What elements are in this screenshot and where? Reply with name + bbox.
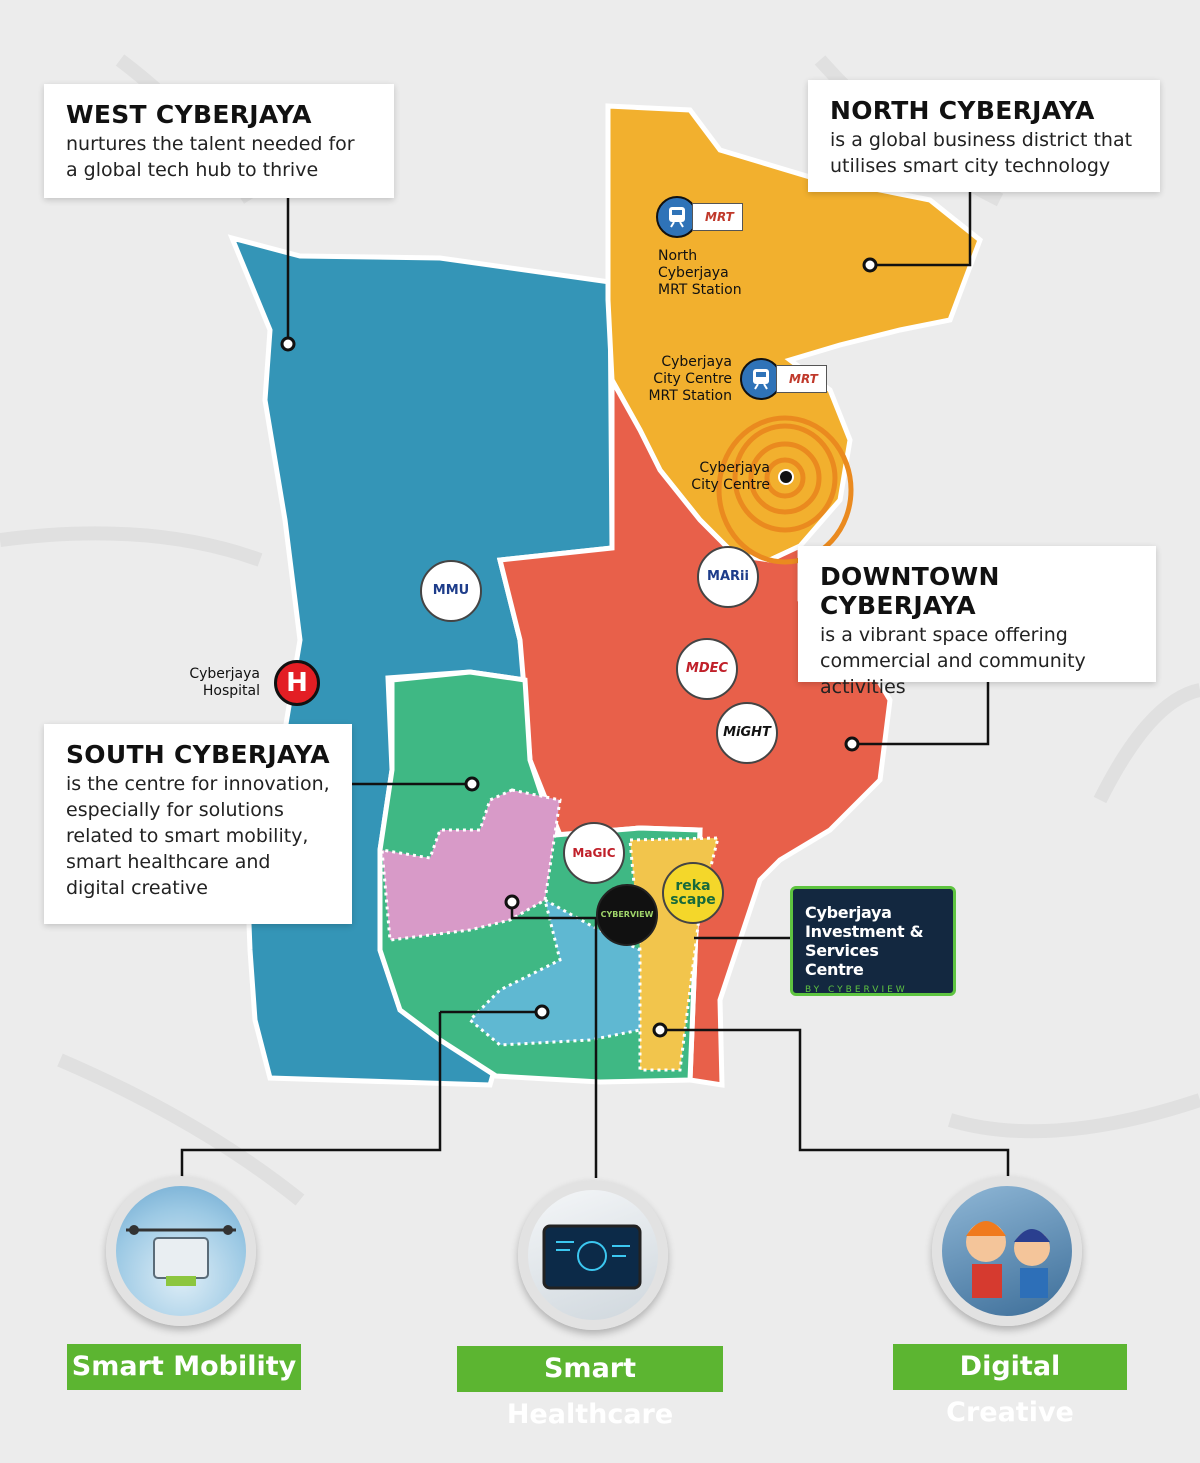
callout-south-text: is the centre for innovation, especially… [66,773,330,899]
callout-downtown: DOWNTOWN CYBERJAYA is a vibrant space of… [798,546,1156,698]
north-mrt-station[interactable]: MRT [656,196,743,238]
location-dot-icon [778,469,794,485]
smart-healthcare-button[interactable]: Smart Healthcare [457,1346,723,1430]
cyberview-logo[interactable]: CYBERVIEW [596,884,658,946]
callout-north: NORTH CYBERJAYA is a global business dis… [808,80,1160,192]
callout-north-text: is a global business district that utili… [830,129,1133,177]
callout-west-text: nurtures the talent needed for a global … [66,133,355,181]
cisc-title: Cyberjaya Investment & Services Centre [805,903,924,979]
mrt-logo: MRT [692,203,743,231]
callout-south: SOUTH CYBERJAYA is the centre for innova… [44,724,352,924]
mdec-logo[interactable]: MDEC [676,638,738,700]
callout-west: WEST CYBERJAYA nurtures the talent neede… [44,84,394,198]
magic-logo[interactable]: MaGIC [563,822,625,884]
callout-downtown-title: DOWNTOWN CYBERJAYA [820,562,1000,620]
callout-west-title: WEST CYBERJAYA [66,100,312,129]
hospital-label: Cyberjaya Hospital [189,666,260,699]
city-centre-rings [716,415,854,565]
drone-icon [106,1176,256,1326]
marker-dots [280,257,878,1038]
tablet-icon [518,1180,668,1330]
marii-logo[interactable]: MARii [697,546,759,608]
cisc-badge[interactable]: Cyberjaya Investment & Services Centre B… [790,886,956,996]
callout-downtown-text: is a vibrant space offering commercial a… [820,624,1086,698]
callout-south-title: SOUTH CYBERJAYA [66,740,330,769]
rekascape-logo[interactable]: reka scape [662,862,724,924]
cartoon-icon [932,1176,1082,1326]
north-mrt-label: North Cyberjaya MRT Station [658,248,742,298]
callout-north-title: NORTH CYBERJAYA [830,96,1095,125]
mmu-logo[interactable]: MMU [420,560,482,622]
digital-creative-button[interactable]: Digital Creative [893,1344,1127,1428]
cisc-by: BY CYBERVIEW [805,985,908,995]
train-icon [740,358,782,400]
might-logo[interactable]: MiGHT [716,702,778,764]
city-centre-label: Cyberjaya City Centre [691,460,770,493]
city-centre-mrt-station[interactable]: MRT [740,358,827,400]
hospital-icon[interactable]: H [274,660,320,706]
mrt-logo: MRT [776,365,827,393]
smart-mobility-button[interactable]: Smart Mobility [67,1344,301,1390]
leader-lines [180,192,1010,1178]
city-centre-mrt-label: Cyberjaya City Centre MRT Station [648,354,732,404]
